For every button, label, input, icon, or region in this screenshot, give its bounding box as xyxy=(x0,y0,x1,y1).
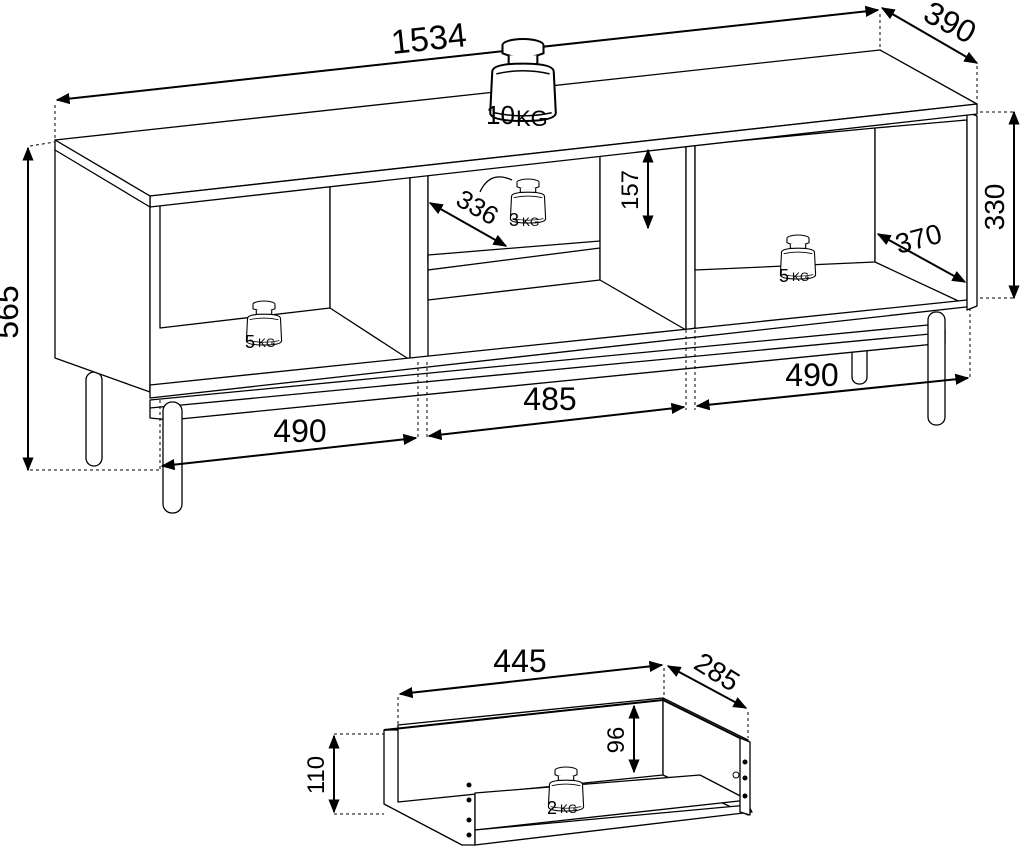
tv-cabinet xyxy=(54,49,978,514)
kg-middle-num: 3 xyxy=(509,210,519,230)
weight-right-compartment: 5 KG xyxy=(779,234,817,286)
kg-left-num: 5 xyxy=(245,332,255,352)
kg-drawer-unit: KG xyxy=(560,802,577,816)
leg-back-left xyxy=(85,371,103,467)
kg-left-unit: KG xyxy=(258,336,275,350)
divider-2 xyxy=(685,144,696,331)
dim-drawer-outer-height: 110 xyxy=(303,756,330,794)
left-compartment-back xyxy=(159,182,331,329)
top-board-left-edge xyxy=(54,139,151,208)
cabinet-dimensions: 1534 390 565 330 370 336 157 490 xyxy=(0,0,1020,472)
weight-top: 10 KG xyxy=(486,37,558,131)
right-compartment-back xyxy=(694,127,876,271)
weight-left-compartment: 5 KG xyxy=(245,300,283,352)
dim-drawer-depth: 285 xyxy=(689,646,745,697)
weight-middle-shelf: 3 KG xyxy=(479,176,547,230)
kg-middle-unit: KG xyxy=(522,215,539,229)
divider-1 xyxy=(409,171,429,363)
dim-shelf-height: 157 xyxy=(617,170,644,210)
leg-front-right xyxy=(927,311,946,426)
dim-drawer-width: 445 xyxy=(493,643,546,679)
side-panel-right xyxy=(966,111,978,311)
dim-depth: 390 xyxy=(918,0,982,51)
leg-front-left xyxy=(162,401,183,514)
dim-width-middle: 485 xyxy=(523,381,576,417)
kg-drawer-num: 2 xyxy=(547,798,557,818)
dim-compartment-height: 330 xyxy=(979,184,1010,231)
dim-height: 565 xyxy=(0,285,25,338)
drawer-front-edge xyxy=(474,804,753,846)
drawer xyxy=(383,697,753,846)
dim-width-right: 490 xyxy=(785,357,838,393)
dim-width: 1534 xyxy=(389,16,468,62)
kg-top-unit: KG xyxy=(516,106,548,131)
kg-top-num: 10 xyxy=(486,100,515,130)
kg-right-num: 5 xyxy=(779,266,789,286)
weight-drawer: 2 KG xyxy=(547,766,585,818)
dim-width-left: 490 xyxy=(273,413,326,449)
dim-drawer-inner-height: 96 xyxy=(603,727,630,754)
kg-right-unit: KG xyxy=(792,270,809,284)
